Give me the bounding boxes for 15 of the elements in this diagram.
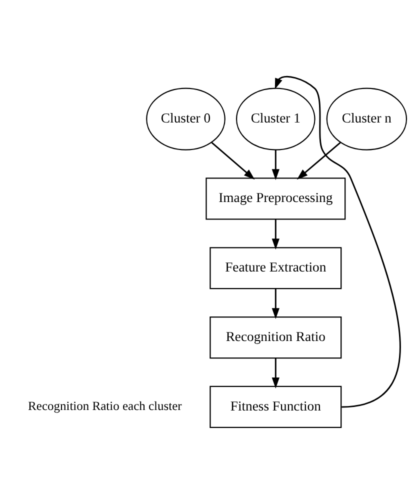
arrow — [274, 76, 401, 408]
node-ellipse: Cluster 1 — [236, 87, 316, 150]
node-box: Fitness Function — [210, 385, 342, 428]
node-ellipse: Cluster n — [326, 87, 408, 150]
arrow — [211, 142, 255, 180]
label: Recognition Ratio each cluster — [28, 398, 182, 413]
arrow — [272, 288, 280, 319]
node-box: Image Preprocessing — [206, 177, 346, 220]
node-box: Feature Extraction — [210, 246, 342, 289]
arrow — [296, 142, 341, 180]
node-box: Recognition Ratio — [210, 316, 342, 358]
arrow — [272, 149, 280, 180]
arrow — [272, 218, 280, 250]
arrow — [272, 358, 280, 388]
node-ellipse: Cluster 0 — [146, 87, 226, 150]
